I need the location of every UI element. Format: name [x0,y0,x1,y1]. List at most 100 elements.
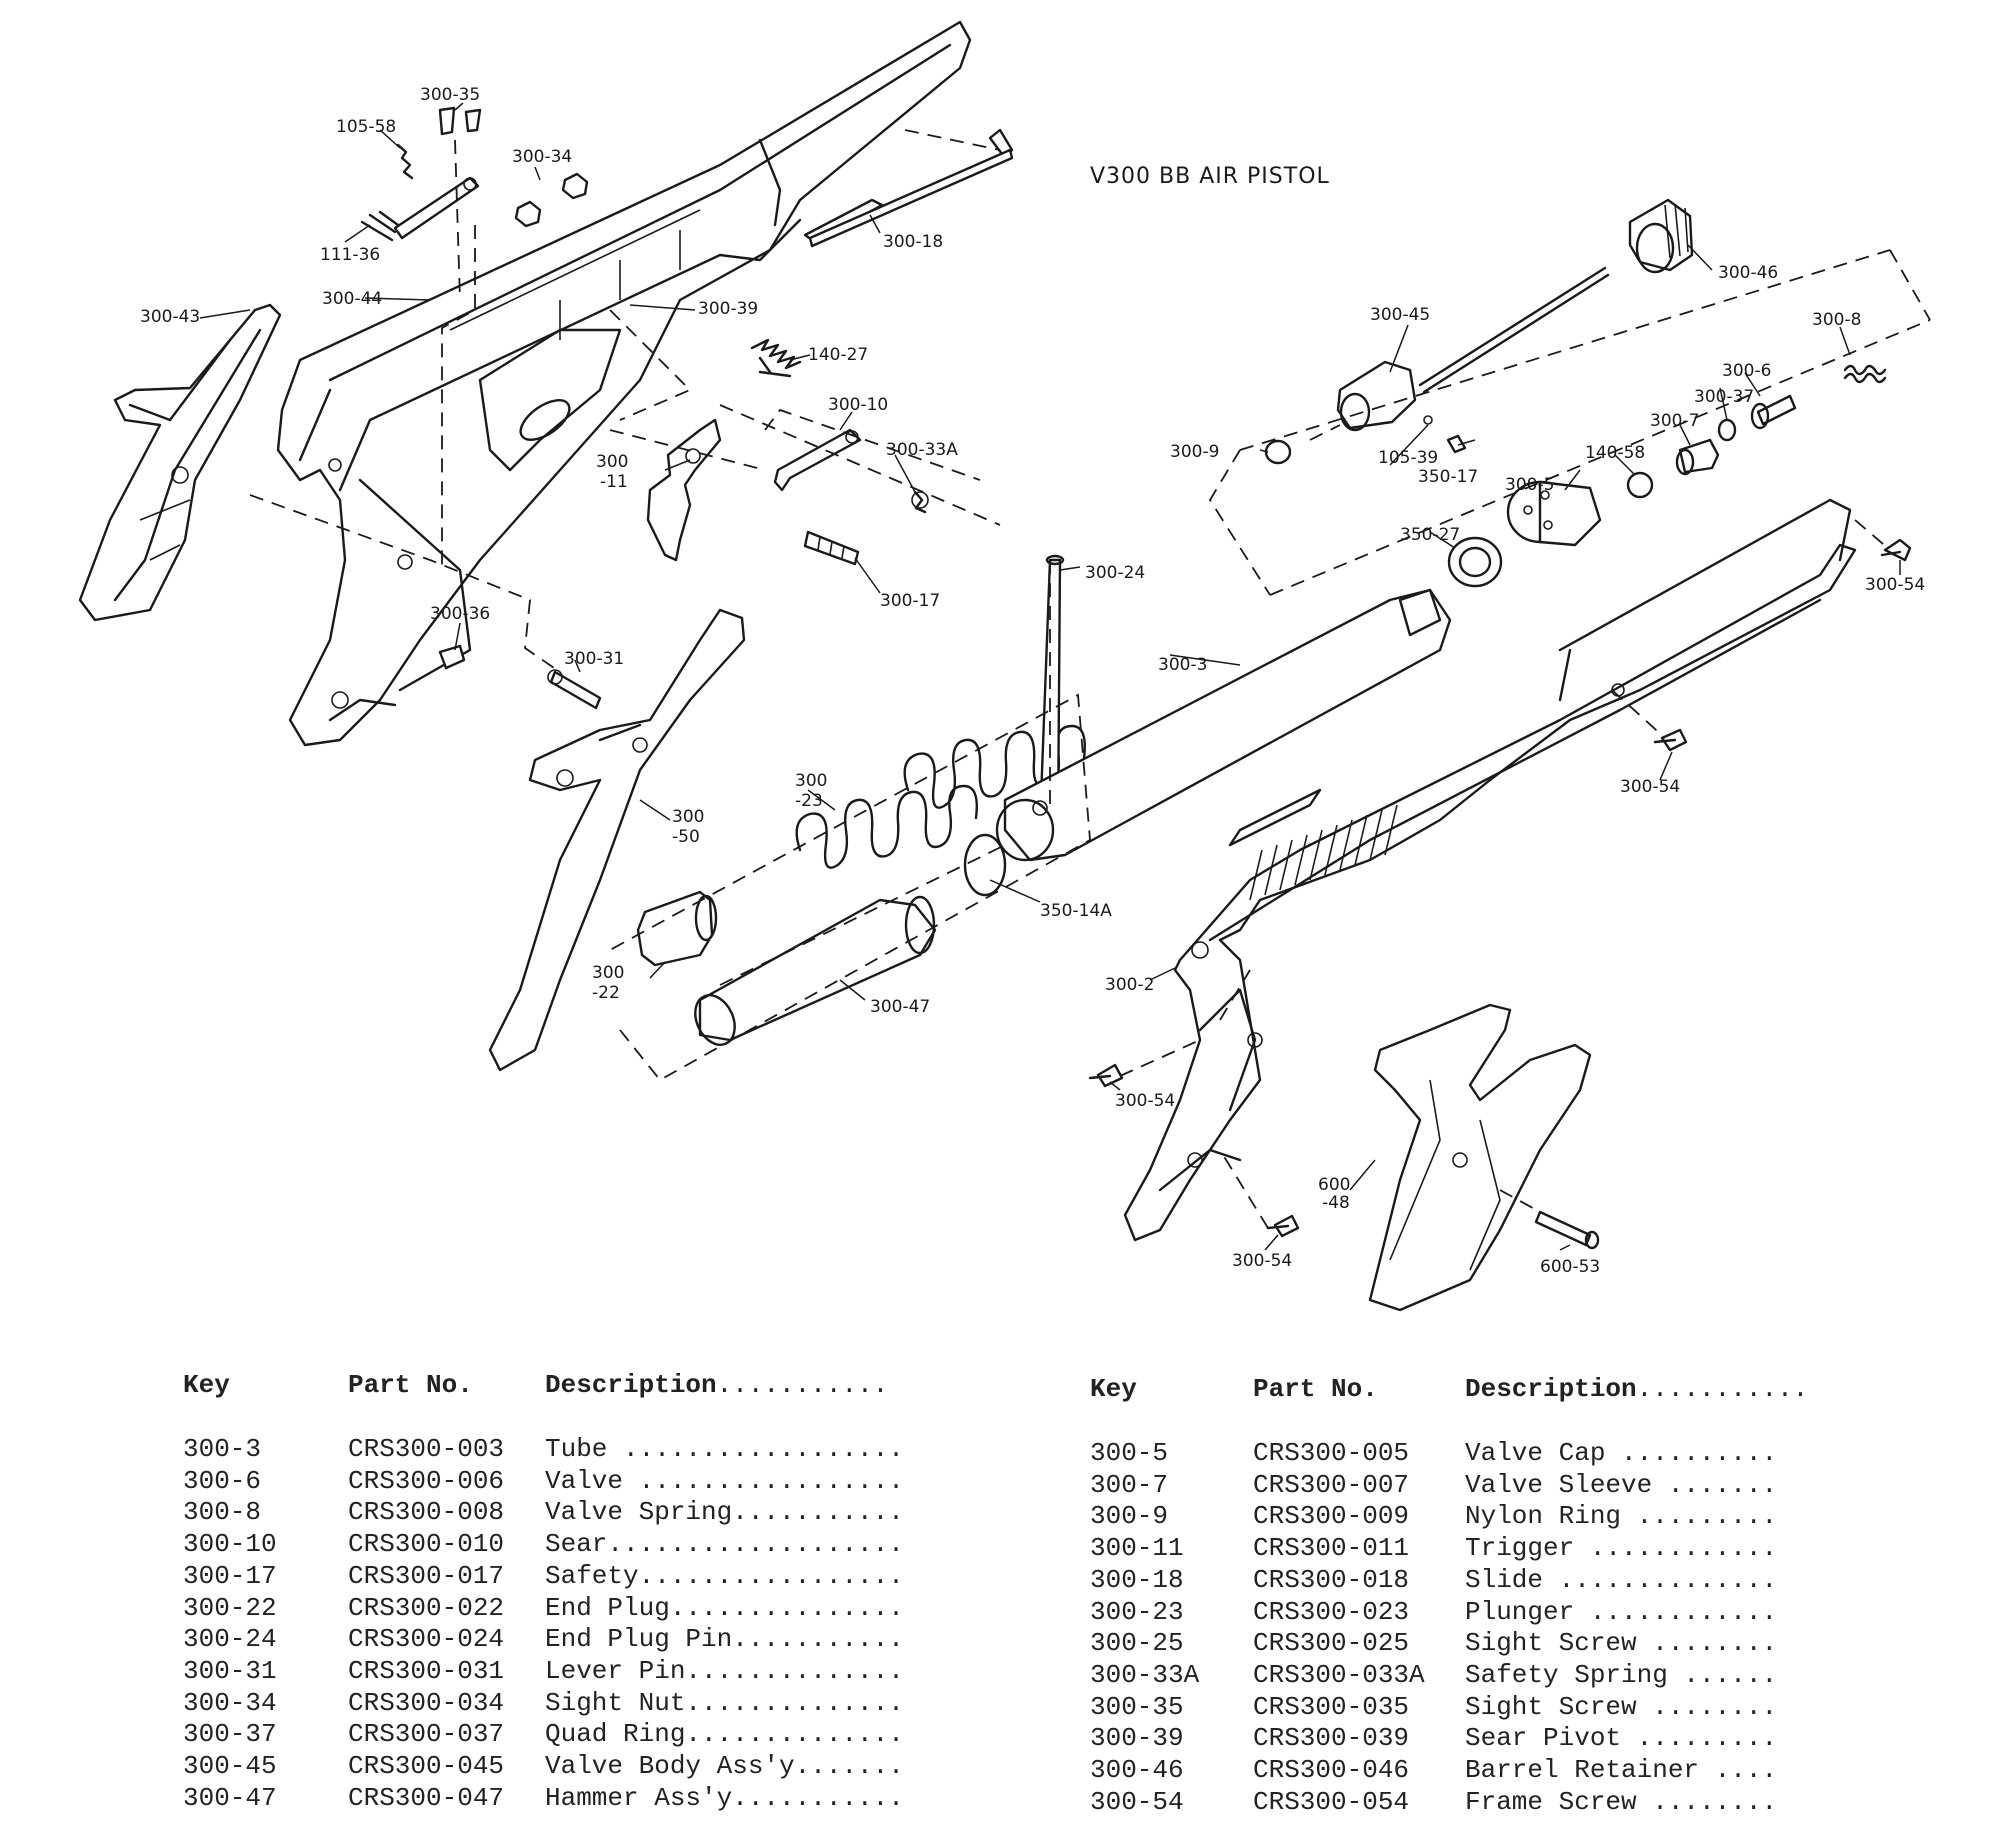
part-number-cell: CRS300-018 [1253,1564,1410,1595]
part-number-cell: CRS300-023 [1253,1596,1410,1627]
label-350-27: 350-27 [1400,525,1460,545]
key-cell: 300-35 [1090,1691,1184,1722]
key-cell: 300-37 [183,1719,277,1750]
key-cell: 300-17 [183,1560,277,1591]
key-cell: 300-34 [183,1687,277,1718]
label-300-50-b: -50 [672,827,700,847]
key-cell: 300-25 [1090,1628,1184,1659]
description-cell: Barrel Retainer .... [1465,1755,1778,1785]
description-cell: Sear Pivot ......... [1465,1723,1778,1754]
description-cell: Valve ................. [545,1465,904,1496]
callout-labels: 300-35 105-58 300-34 111-36 300-44 300-4… [140,85,1925,1277]
description-cell: Hammer Ass'y........... [545,1782,904,1813]
label-600-48-a: 600 [1318,1175,1350,1195]
description-cell: Valve Body Ass'y....... [545,1751,904,1781]
main-spring [795,784,978,869]
part-number-cell: CRS300-010 [348,1529,505,1560]
part-number-cell: CRS300-037 [348,1719,505,1750]
label-300-5: 300-5 [1505,475,1554,495]
label-300-54-b: 300-54 [1620,777,1680,797]
part-number-cell: CRS300-034 [348,1687,505,1718]
part-number-cell: CRS300-005 [1253,1438,1410,1468]
key-cell: 300-39 [1090,1723,1184,1754]
description-cell: Valve Spring........... [545,1497,904,1528]
description-cell: Valve Cap .......... [1465,1438,1778,1468]
main-tube [995,588,1452,862]
frame-screws [1088,538,1912,1250]
description-cell: Valve Sleeve ....... [1465,1469,1778,1500]
key-cell: 300-23 [1090,1596,1184,1627]
label-300-54-d: 300-54 [1232,1251,1292,1271]
label-300-6: 300-6 [1722,361,1771,381]
label-300-3: 300-3 [1158,655,1207,675]
label-300-2: 300-2 [1105,975,1154,995]
slide-part [803,128,1014,248]
label-300-22-a: 300 [592,963,624,983]
description-cell: Lever Pin.............. [545,1655,904,1686]
lever-pin-and-sear [438,644,602,710]
parts-table-left: Key Part No. Description........... 300-… [183,1370,943,1813]
header-part-no: Part No. [348,1370,473,1400]
description-cell: Sight Screw ........ [1465,1691,1778,1722]
label-300-43: 300-43 [140,307,200,327]
label-300-17: 300-17 [880,591,940,611]
label-300-34: 300-34 [512,147,572,167]
description-cell: Safety Spring ...... [1465,1659,1778,1690]
label-300-35: 300-35 [420,85,480,105]
header-part-no: Part No. [1253,1374,1378,1404]
header-key: Key [1090,1374,1137,1404]
label-350-14a: 350-14A [1040,901,1112,921]
key-cell: 300-54 [1090,1786,1184,1817]
part-number-cell: CRS300-054 [1253,1786,1410,1817]
key-cell: 300-9 [1090,1501,1169,1532]
label-300-11-a: 300 [596,452,628,472]
label-140-58: 140-58 [1585,443,1645,463]
diagram-title: V300 BB AIR PISTOL [1090,164,1330,189]
key-cell: 300-45 [183,1751,277,1781]
label-300-44: 300-44 [322,289,382,309]
part-number-cell: CRS300-025 [1253,1628,1410,1659]
part-number-cell: CRS300-045 [348,1751,505,1781]
key-cell: 300-11 [1090,1533,1184,1564]
key-cell: 300-24 [183,1624,277,1655]
label-300-8: 300-8 [1812,310,1861,330]
description-cell: Slide .............. [1465,1564,1778,1595]
header-key: Key [183,1370,230,1400]
part-number-cell: CRS300-009 [1253,1501,1410,1532]
key-cell: 300-6 [183,1465,262,1496]
part-number-cell: CRS300-046 [1253,1755,1410,1785]
description-cell: Sight Nut.............. [545,1687,904,1718]
trigger-group [646,338,929,566]
label-300-33a: 300-33A [886,440,958,460]
key-cell: 300-5 [1090,1438,1169,1468]
part-number-cell: CRS300-008 [348,1497,505,1528]
label-300-50-a: 300 [672,807,704,827]
key-cell: 300-7 [1090,1469,1169,1500]
key-cell: 300-31 [183,1655,277,1686]
part-number-cell: CRS300-031 [348,1655,505,1686]
label-300-54-a: 300-54 [1865,575,1925,595]
header-description: Description........... [545,1370,889,1400]
description-cell: Tube .................. [545,1434,904,1464]
header-description: Description........... [1465,1374,1809,1404]
label-600-53: 600-53 [1540,1257,1600,1277]
exploded-parts-diagram: V300 BB AIR PISTOL [78,20,1931,1312]
label-300-18: 300-18 [883,232,943,252]
description-cell: Plunger ............ [1465,1596,1778,1627]
part-number-cell: CRS300-047 [348,1782,505,1813]
part-number-cell: CRS300-003 [348,1434,505,1464]
label-600-48-b: -48 [1322,1193,1350,1213]
key-cell: 300-33A [1090,1659,1200,1690]
parts-table-right: Key Part No. Description........... 300-… [1090,1374,1850,1817]
label-300-9: 300-9 [1170,442,1219,462]
valve-assembly-parts [1264,198,1887,588]
description-cell: Quad Ring.............. [545,1719,904,1750]
label-300-7: 300-7 [1650,411,1699,431]
label-300-24: 300-24 [1085,563,1145,583]
key-cell: 300-47 [183,1782,277,1813]
key-cell: 300-10 [183,1529,277,1560]
label-300-54-c: 300-54 [1115,1091,1175,1111]
description-cell: Nylon Ring ......... [1465,1501,1778,1532]
description-cell: Frame Screw ........ [1465,1786,1778,1817]
key-cell: 300-46 [1090,1755,1184,1785]
